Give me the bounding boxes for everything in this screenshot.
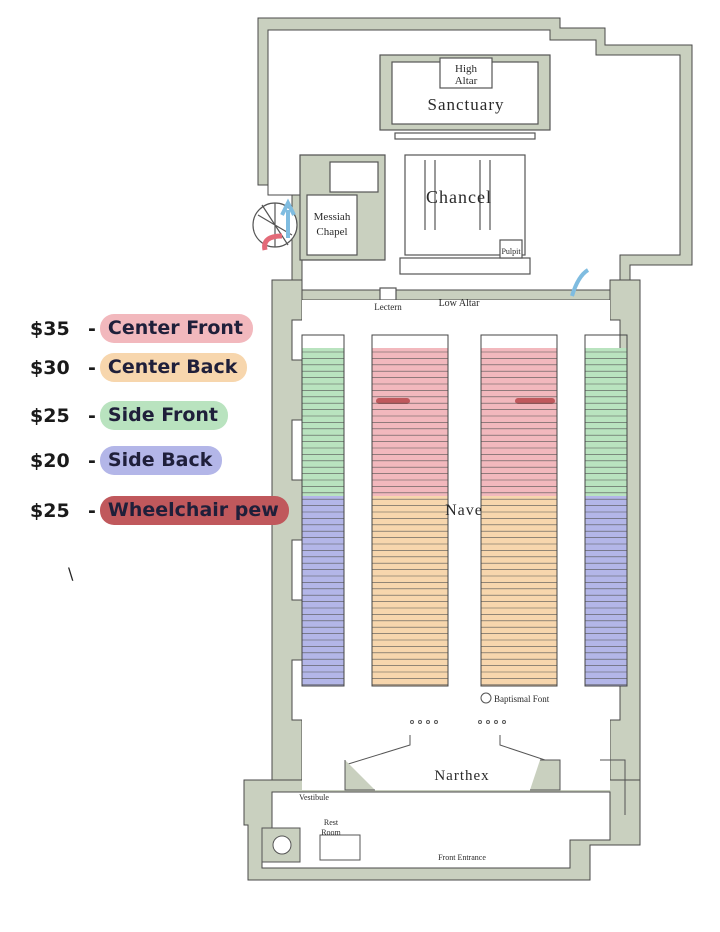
wheelchair-pew-left (376, 398, 410, 404)
label-low-altar: Low Altar (439, 298, 480, 309)
legend-item-center-front: $35 - Center Front (30, 314, 253, 343)
label-messiah-2: Chapel (316, 226, 347, 238)
label-sanctuary: Sanctuary (428, 95, 505, 114)
stair-arrow-blue-left (280, 198, 296, 238)
legend-price: $35 (30, 317, 70, 340)
legend-dash: - (88, 499, 96, 522)
label-baptismal-font: Baptismal Font (494, 694, 550, 704)
legend-label: Center Front (99, 314, 253, 343)
legend-item-side-back: $20 - Side Back (30, 446, 223, 475)
pews-side-left-front (302, 348, 344, 496)
legend-item-side-front: $25 - Side Front (30, 401, 228, 430)
wheelchair-pew-right (515, 398, 555, 404)
legend-price: $25 (30, 499, 70, 522)
nave-floor (302, 300, 610, 790)
label-front-entrance: Front Entrance (438, 853, 486, 862)
legend-dash: - (88, 317, 96, 340)
legend-label: Center Back (99, 353, 248, 382)
label-pulpit: Pulpit (501, 247, 521, 256)
legend-item-center-back: $30 - Center Back (30, 353, 248, 382)
pews-side-right-back (585, 496, 627, 686)
pews-center-left-front (372, 348, 448, 496)
label-vestibule: Vestibule (299, 793, 329, 802)
pews-center-left-back (372, 496, 448, 686)
legend-label: Wheelchair pew (99, 496, 289, 525)
label-chancel: Chancel (426, 187, 492, 207)
legend-dash: - (88, 356, 96, 379)
pews-center-right-back (481, 496, 557, 686)
narthex-details (261, 692, 626, 863)
label-lectern: Lectern (374, 302, 402, 312)
label-messiah-1: Messiah (314, 211, 351, 223)
label-rest-room-2: Room (321, 828, 341, 837)
label-high-altar-2: Altar (455, 75, 478, 87)
legend-dash: - (88, 404, 96, 427)
pews-side-right-front (585, 348, 627, 496)
stair-arrow-red (262, 233, 283, 251)
sanctuary-block (379, 54, 551, 301)
legend-label: Side Front (99, 401, 228, 430)
legend-price: $20 (30, 449, 70, 472)
legend-price: $25 (30, 404, 70, 427)
legend-label: Side Back (99, 446, 223, 475)
label-nave: Nave (445, 502, 483, 519)
stray-mark: \ (68, 564, 74, 583)
legend-price: $30 (30, 356, 70, 379)
pews-center-right-front (481, 348, 557, 496)
pew-lines (302, 351, 627, 686)
pew-outlines (301, 334, 628, 687)
legend-dash: - (88, 449, 96, 472)
label-narthex: Narthex (434, 768, 489, 784)
legend-item-wheelchair-pew: $25 - Wheelchair pew (30, 496, 289, 525)
label-rest-room-1: Rest (324, 818, 339, 827)
label-high-altar-1: High (455, 63, 478, 75)
stair-arrow-blue-right (570, 268, 590, 297)
pews-side-left-back (302, 496, 344, 686)
room-labels: High Altar Sanctuary Chancel Messiah Cha… (299, 63, 550, 862)
